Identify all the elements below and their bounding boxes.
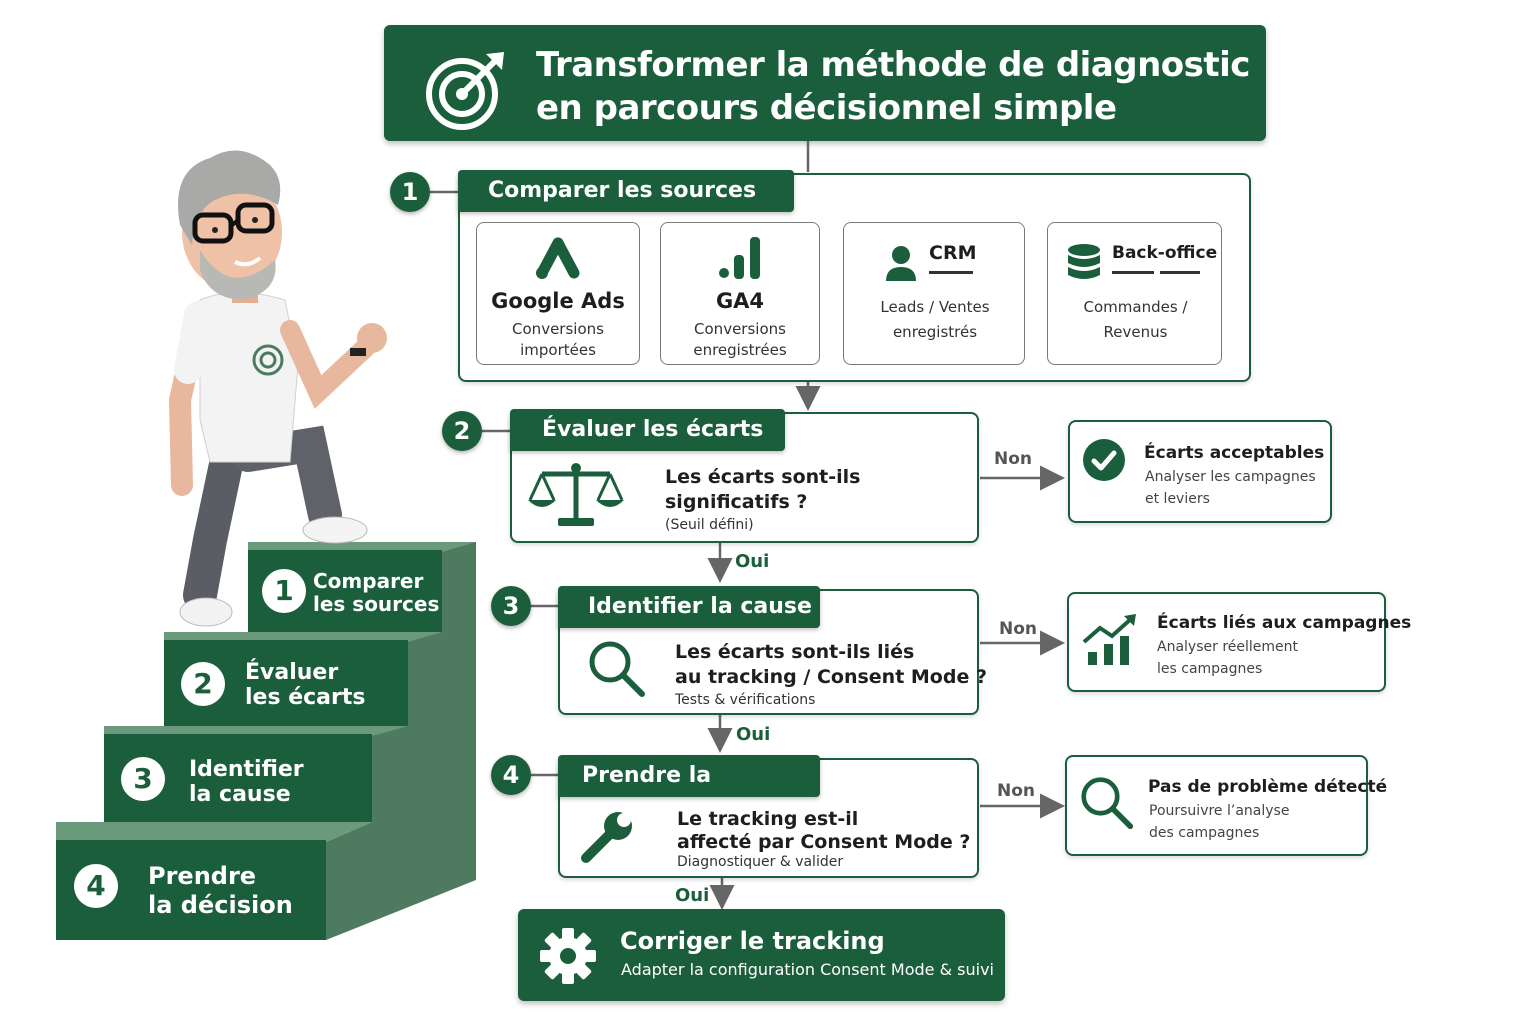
divider — [929, 271, 973, 274]
source-title: Back-office — [1112, 243, 1218, 263]
check-circle-icon — [1083, 439, 1125, 481]
target-arrow-icon — [426, 52, 504, 130]
stair-2-line-1: Évaluer — [245, 660, 339, 685]
step-3-result-sub-2: les campagnes — [1157, 661, 1263, 677]
step-3-no-label: Non — [999, 619, 1038, 639]
stair-4-number: 4 — [74, 864, 118, 908]
step-2-detail: (Seuil défini) — [665, 517, 754, 533]
step-4-no-label: Non — [997, 781, 1036, 801]
source-subtitle-2: Revenus — [1103, 323, 1168, 341]
stair-4-line-1: Prendre — [148, 862, 257, 890]
source-subtitle-1: Conversions — [512, 320, 604, 338]
source-subtitle-1: Commandes / — [1083, 298, 1188, 316]
magnifier-icon — [589, 641, 645, 697]
step-2-question-2: significatifs ? — [665, 491, 808, 513]
step-3-question-2: au tracking / Consent Mode ? — [675, 666, 987, 688]
step-4-number: 4 — [491, 755, 531, 795]
step-4-question-2: affecté par Consent Mode ? — [677, 831, 971, 853]
stair-3-line-1: Identifier — [189, 757, 304, 782]
database-icon — [1068, 244, 1100, 279]
step-3-tab: Identifier la cause — [558, 586, 820, 628]
title-line-2: en parcours décisionnel simple — [536, 88, 1117, 128]
page-title: Transformer la méthode de diagnostic en … — [536, 44, 1256, 130]
stair-2-line-2: les écarts — [245, 685, 366, 710]
step-3-question-1: Les écarts sont-ils liés — [675, 641, 915, 663]
staircase-illustration — [56, 542, 476, 940]
step-2-question-1: Les écarts sont-ils — [665, 466, 861, 488]
step-2-no-label: Non — [994, 449, 1033, 469]
step-4-yes-label: Oui — [675, 885, 710, 906]
analytics-bars-icon — [719, 237, 760, 279]
step-2-result-title: Écarts acceptables — [1144, 443, 1325, 463]
step-3-result-title: Écarts liés aux campagnes — [1157, 613, 1412, 633]
step-3-number: 3 — [491, 586, 531, 626]
stair-3-label: Identifier la cause — [189, 757, 304, 807]
magnifier-icon — [1081, 777, 1134, 830]
divider — [1160, 271, 1200, 274]
google-ads-icon — [536, 237, 580, 279]
stair-1-line-2: les sources — [313, 592, 440, 616]
final-action-box — [518, 909, 1005, 1001]
step-4-result-sub-2: des campagnes — [1149, 825, 1260, 841]
step-2-number: 2 — [442, 411, 482, 451]
source-subtitle-2: enregistrés — [892, 323, 978, 341]
step-3-result-sub-1: Analyser réellement — [1157, 639, 1298, 655]
step-3-yes-label: Oui — [736, 724, 771, 745]
step-4-tab: Prendre la décision — [558, 755, 820, 830]
source-title: Google Ads — [491, 289, 625, 313]
step-2-yes-label: Oui — [735, 551, 770, 572]
source-title: CRM — [929, 242, 977, 264]
divider — [1112, 271, 1154, 274]
stair-1-number: 1 — [262, 569, 306, 613]
stair-2-number: 2 — [181, 662, 225, 706]
step-4-result-title: Pas de problème détecté — [1148, 777, 1388, 797]
step-2-tab: Évaluer les écarts — [510, 409, 785, 451]
step-1-number: 1 — [390, 172, 430, 212]
source-back-office: Back-office Commandes / Revenus — [1047, 222, 1222, 365]
step-2-result-sub-2: et leviers — [1145, 491, 1210, 507]
stair-1-line-1: Comparer — [313, 569, 424, 593]
source-subtitle-2: enregistrées — [693, 341, 787, 359]
character-illustration — [168, 150, 387, 627]
title-banner — [384, 25, 1266, 141]
stair-3-line-2: la cause — [189, 782, 291, 807]
source-google-ads: Google Ads Conversions importées — [476, 222, 640, 365]
stair-1-label: Comparer les sources — [313, 570, 439, 616]
scales-icon — [528, 463, 624, 526]
source-subtitle-1: Conversions — [694, 320, 786, 338]
step-1-tab: Comparer les sources — [458, 170, 794, 212]
final-subtitle: Adapter la configuration Consent Mode & … — [621, 960, 994, 979]
source-subtitle-2: importées — [520, 341, 596, 359]
gear-icon — [540, 928, 596, 984]
wrench-icon — [581, 812, 632, 863]
stair-4-label: Prendre la décision — [148, 862, 293, 920]
step-4-question-1: Le tracking est-il — [677, 808, 859, 830]
source-crm: CRM Leads / Ventes enregistrés — [843, 222, 1025, 365]
step-2-result-sub-1: Analyser les campagnes — [1145, 469, 1316, 485]
step-4-result-sub-1: Poursuivre l’analyse — [1149, 803, 1290, 819]
title-line-1: Transformer la méthode de diagnostic — [536, 45, 1250, 85]
growth-chart-icon — [1082, 614, 1136, 665]
source-subtitle-1: Leads / Ventes — [880, 298, 990, 316]
final-title: Corriger le tracking — [620, 927, 885, 955]
stair-2-label: Évaluer les écarts — [245, 660, 365, 710]
user-icon — [886, 246, 916, 281]
step-4-detail: Diagnostiquer & valider — [677, 854, 844, 870]
step-3-detail: Tests & vérifications — [675, 692, 816, 708]
source-title: GA4 — [715, 289, 765, 313]
stair-3-number: 3 — [121, 757, 165, 801]
source-ga4: GA4 Conversions enregistrées — [660, 222, 820, 365]
stair-4-line-2: la décision — [148, 891, 293, 919]
